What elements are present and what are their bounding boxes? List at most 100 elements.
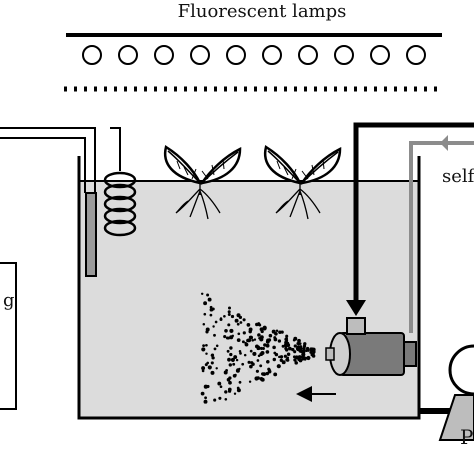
mist-droplet xyxy=(232,362,236,366)
mist-droplet xyxy=(306,355,311,361)
mist-droplet xyxy=(223,335,227,339)
mist-droplet xyxy=(215,344,219,348)
mist-droplet xyxy=(203,301,208,306)
mist-droplet xyxy=(236,322,240,326)
mist-droplet xyxy=(244,341,247,345)
mist-droplet xyxy=(202,322,206,326)
mist-droplet xyxy=(254,344,259,349)
mist-droplet xyxy=(259,377,264,381)
mist-droplet xyxy=(293,358,297,362)
pump-label: P xyxy=(460,425,473,449)
lamp-icon xyxy=(406,45,426,65)
mist-droplet xyxy=(309,347,313,351)
mist-droplet xyxy=(203,312,207,316)
supply-pipe xyxy=(353,122,474,305)
lamp-icon xyxy=(370,45,390,65)
mist-droplet xyxy=(261,372,264,376)
lamp-icon xyxy=(298,45,318,65)
mist-droplet xyxy=(246,323,251,327)
mist-droplet xyxy=(273,372,278,377)
mist-droplet xyxy=(226,349,230,353)
mist-droplet xyxy=(204,396,208,400)
mist-droplet xyxy=(209,307,214,312)
mist-spray xyxy=(200,292,316,404)
mist-droplet xyxy=(210,370,215,375)
supply-arrowhead xyxy=(346,300,366,316)
mist-droplet xyxy=(201,366,206,371)
mist-droplet xyxy=(241,362,245,366)
mist-droplet xyxy=(284,337,288,342)
mist-droplet xyxy=(223,314,226,318)
mist-droplet xyxy=(296,345,301,349)
mist-droplet xyxy=(274,331,278,336)
mist-droplet xyxy=(248,380,252,383)
mist-droplet xyxy=(279,355,284,359)
mist-droplet xyxy=(286,341,290,345)
mist-droplet xyxy=(260,329,264,334)
tank-outline xyxy=(77,156,421,420)
mist-droplet xyxy=(227,336,230,340)
mist-droplet xyxy=(259,346,263,350)
mist-droplet xyxy=(207,297,212,302)
mist-droplet xyxy=(311,353,314,357)
mist-droplet xyxy=(272,357,277,362)
mist-droplet xyxy=(241,340,245,344)
mist-droplet xyxy=(255,322,259,327)
mist-droplet xyxy=(223,370,228,375)
mist-droplet xyxy=(293,350,297,354)
return-pipe xyxy=(409,141,474,333)
mist-droplet xyxy=(272,345,276,350)
mist-droplet xyxy=(254,376,259,381)
mist-droplet xyxy=(257,333,261,337)
mist-droplet xyxy=(297,338,301,343)
mist-droplet xyxy=(265,350,270,354)
plant-icon xyxy=(163,145,242,220)
atomizer-motor-icon xyxy=(325,317,417,376)
mist-droplet xyxy=(227,387,232,392)
mist-droplet xyxy=(212,325,215,328)
mist-droplet xyxy=(280,330,284,334)
probe-sensor xyxy=(85,192,97,277)
mist-droplet xyxy=(285,334,289,338)
mist-droplet xyxy=(219,385,223,389)
mist-droplet xyxy=(253,338,257,341)
mist-droplet xyxy=(231,334,235,338)
mist-droplet xyxy=(206,361,210,365)
mist-droplet xyxy=(247,360,251,364)
mist-droplet xyxy=(233,392,237,395)
mist-droplet xyxy=(251,362,255,366)
mist-droplet xyxy=(224,329,228,333)
mist-droplet xyxy=(273,351,277,355)
mist-droplet xyxy=(236,313,241,318)
left-pipe-outer xyxy=(0,137,86,193)
mist-droplet xyxy=(210,353,214,357)
mist-droplet xyxy=(200,391,205,396)
plant-icon xyxy=(263,145,342,220)
mist-droplet xyxy=(205,343,208,347)
mist-droplet xyxy=(228,380,232,385)
mist-droplet xyxy=(256,359,260,362)
mist-droplet xyxy=(215,367,218,370)
mist-droplet xyxy=(258,336,261,340)
mist-droplet xyxy=(205,327,210,332)
heater-coil-icon xyxy=(103,171,137,237)
lamp-row xyxy=(82,45,426,65)
mist-droplet xyxy=(294,361,298,365)
mist-droplet xyxy=(293,344,297,348)
lamps-label: Fluorescent lamps xyxy=(178,1,347,22)
mist-droplet xyxy=(258,323,262,327)
mist-droplet xyxy=(301,357,305,361)
mist-droplet xyxy=(298,342,302,345)
mist-droplet xyxy=(229,328,234,333)
mist-droplet xyxy=(286,352,291,356)
mist-droplet xyxy=(263,343,267,347)
mist-droplet xyxy=(236,338,241,342)
mist-droplet xyxy=(248,327,253,332)
coil-feed xyxy=(110,127,121,171)
water-fill xyxy=(79,181,419,417)
lamp-icon xyxy=(154,45,174,65)
mist-droplet xyxy=(255,369,259,373)
mist-droplet xyxy=(277,339,282,343)
mist-droplet xyxy=(224,390,228,394)
